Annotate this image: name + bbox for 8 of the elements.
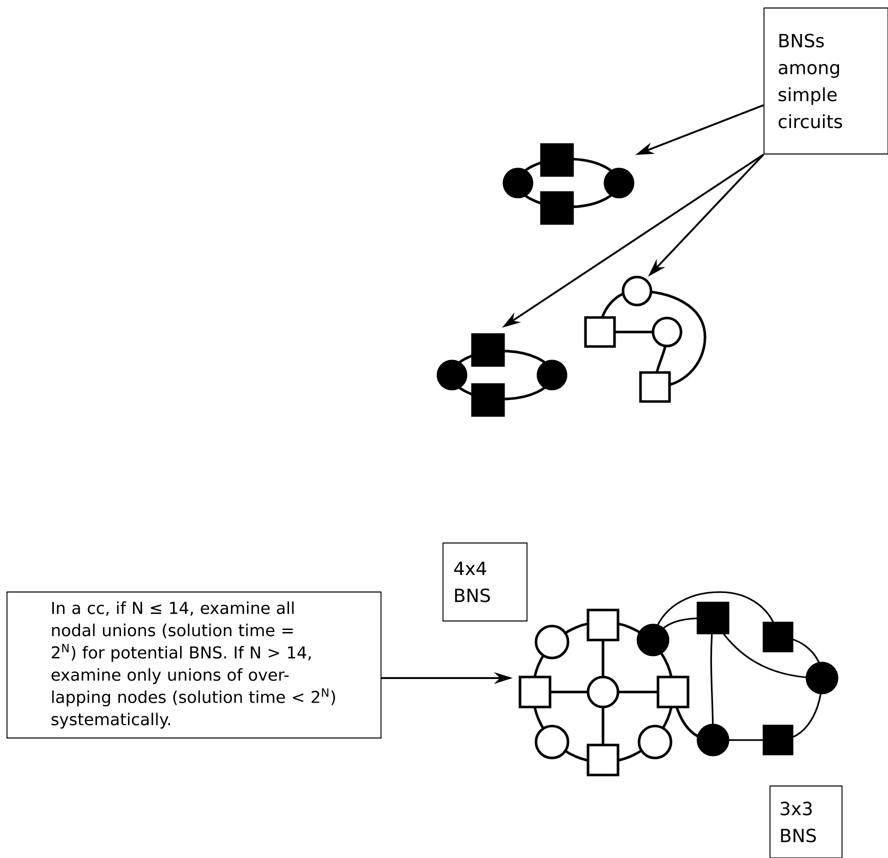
circuit-drawing bbox=[436, 333, 568, 417]
circuit-drawing bbox=[502, 143, 634, 225]
circuit-drawing bbox=[518, 591, 838, 776]
text-box: In a cc, if N ≤ 14, examine all nodal unions (solution time = 2$^{N}$) for potential BNS. If N > 14, examine only unions of over-lapping nodes (solution time < 2$^{N}$) systematically. bbox=[6, 592, 382, 738]
text-box: 4x4 BNS bbox=[442, 542, 528, 622]
text-box: 3x3 BNS bbox=[770, 786, 842, 858]
text-box: BNSs among simple circuits bbox=[764, 8, 888, 154]
circuit-drawing bbox=[584, 276, 706, 403]
